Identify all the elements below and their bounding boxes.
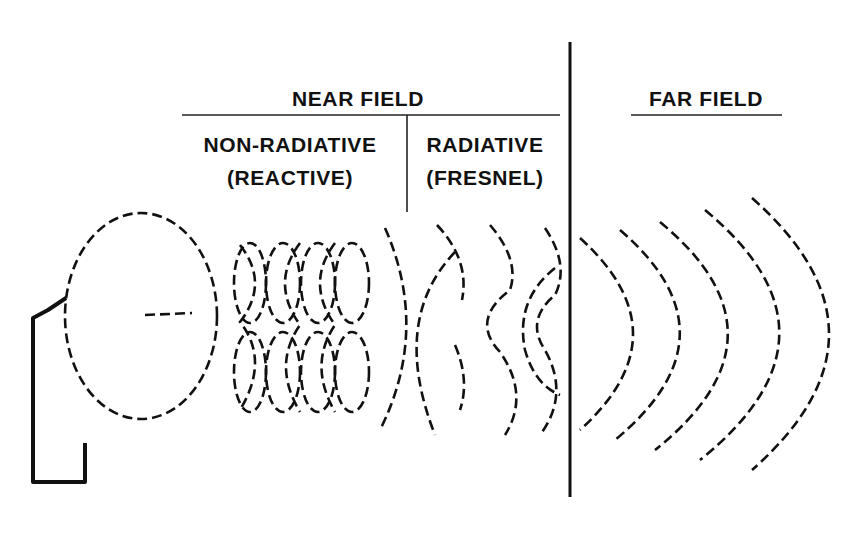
header-rules xyxy=(182,115,782,212)
near-field-heading: NEAR FIELD xyxy=(178,82,538,115)
reactive-region-label: NON-RADIATIVE (REACTIVE) xyxy=(177,128,403,194)
boundary-line xyxy=(569,42,572,497)
wave-fronts xyxy=(65,198,829,470)
fresnel-region-label: RADIATIVE (FRESNEL) xyxy=(410,128,560,194)
antenna-feed xyxy=(33,298,85,482)
far-field-heading: FAR FIELD xyxy=(606,82,806,115)
